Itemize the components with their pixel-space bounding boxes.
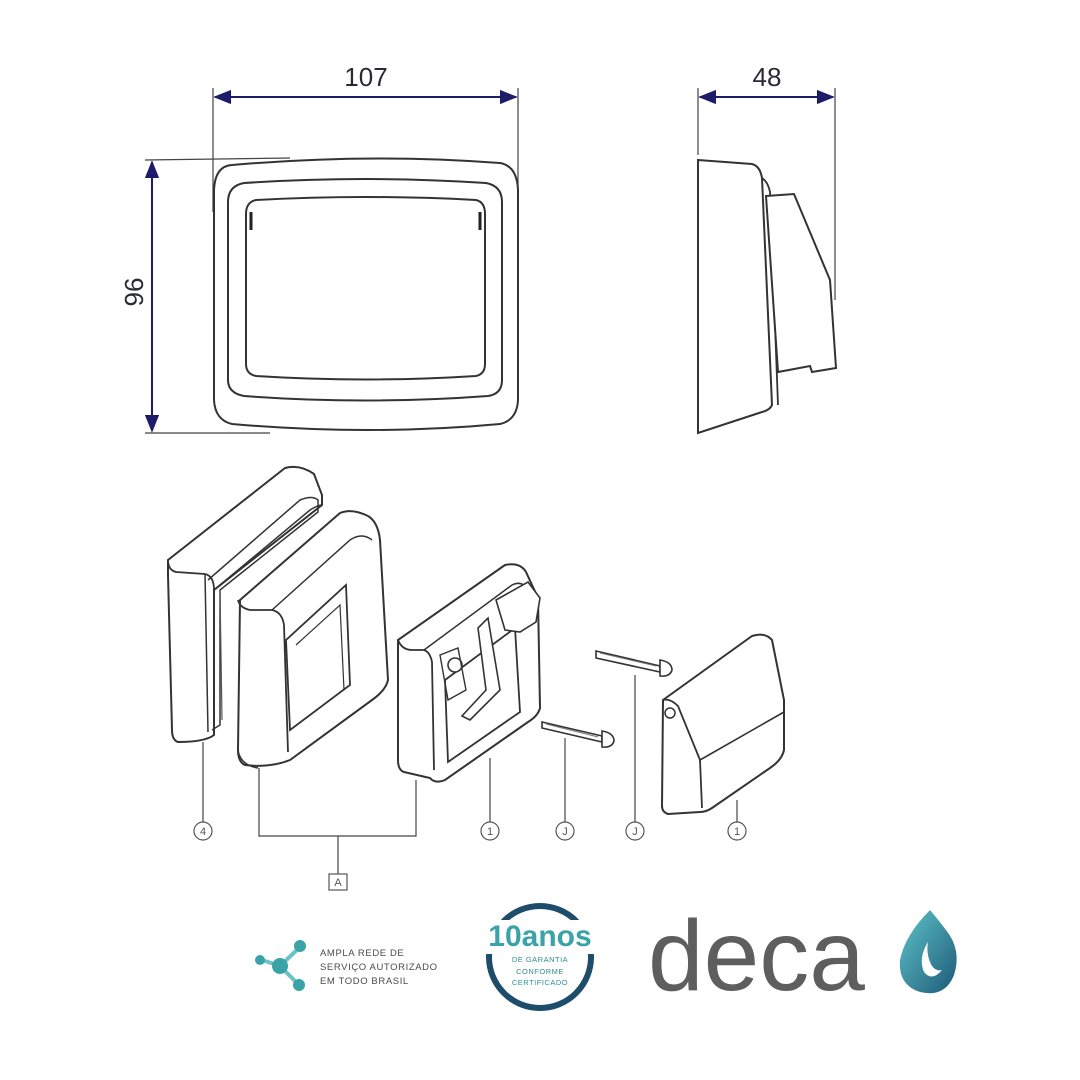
warranty-line-1: DE GARANTIA	[512, 955, 568, 964]
width-dimension-label: 107	[344, 62, 387, 92]
part-screw-lower	[541, 720, 615, 748]
callout-1: 4	[193, 821, 213, 841]
callout-group-a: A	[328, 873, 348, 891]
callout-5: 1	[727, 821, 747, 841]
service-line-2: SERVIÇO AUTORIZADO	[320, 962, 438, 973]
warranty-badge: 10anos DE GARANTIA CONFORME CERTIFICADO	[474, 903, 606, 1011]
service-line-1: AMPLA REDE DE	[320, 948, 404, 959]
callout-2: 1	[480, 821, 500, 841]
callout-3: J	[555, 821, 575, 841]
callout-4: J	[625, 821, 645, 841]
part-frame	[236, 510, 390, 769]
warranty-line-2: CONFORME	[516, 967, 564, 976]
part-screw-upper	[595, 649, 673, 677]
warranty-years: 10anos	[488, 920, 591, 953]
warranty-line-3: CERTIFICADO	[512, 978, 568, 987]
svg-text:1: 1	[734, 826, 740, 838]
svg-text:1: 1	[487, 826, 493, 838]
brand-name: deca	[648, 900, 865, 1012]
front-button-outline	[245, 196, 486, 381]
svg-text:J: J	[562, 826, 568, 838]
height-dimension-label: 96	[119, 278, 149, 307]
front-view: 107 96	[119, 62, 519, 434]
deca-logo: deca	[648, 900, 957, 1012]
svg-text:A: A	[334, 877, 342, 889]
water-drop-icon	[899, 910, 957, 994]
svg-text:J: J	[632, 826, 638, 838]
network-icon	[255, 940, 306, 991]
exploded-view: 4 A 1 J J 1	[167, 465, 785, 891]
service-network-badge: AMPLA REDE DE SERVIÇO AUTORIZADO EM TODO…	[255, 940, 438, 991]
part-rear-cover	[660, 633, 785, 816]
depth-dimension-label: 48	[753, 62, 782, 92]
side-view: 48	[697, 62, 838, 435]
part-cover-plate	[167, 465, 323, 744]
svg-text:4: 4	[200, 826, 206, 838]
part-base-bracket	[397, 563, 542, 783]
leader-lines	[202, 675, 738, 874]
service-line-3: EM TODO BRASIL	[320, 976, 409, 987]
